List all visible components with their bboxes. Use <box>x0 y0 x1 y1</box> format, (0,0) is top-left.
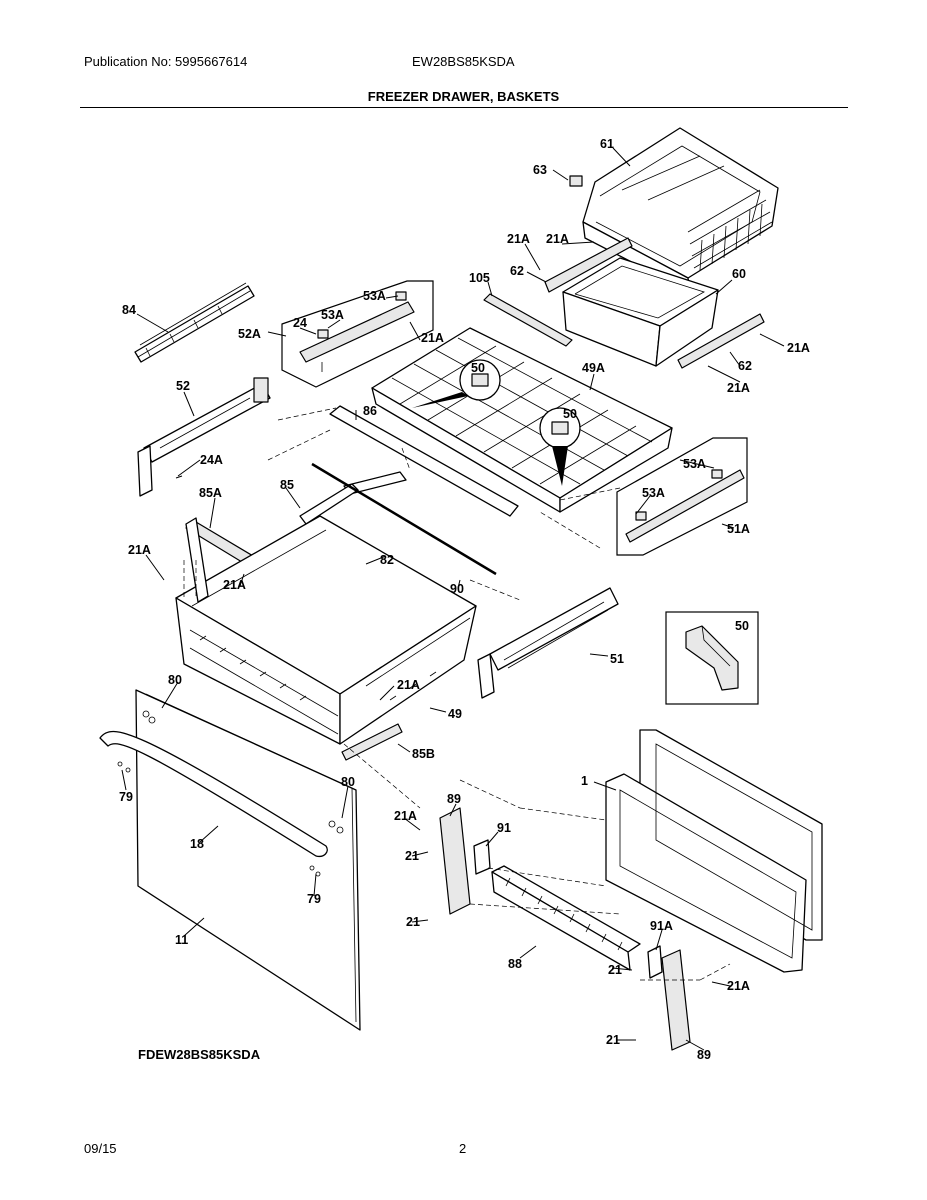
callout-11: 11 <box>175 933 188 947</box>
callout-49: 49 <box>448 707 462 721</box>
callout-60: 60 <box>732 267 746 281</box>
rail-52 <box>137 377 271 497</box>
drawer-front-11 <box>135 689 361 1031</box>
callout-21: 21 <box>406 915 420 929</box>
callout-86: 86 <box>363 404 377 418</box>
header-rule <box>80 107 848 108</box>
rail-62-right <box>677 313 765 369</box>
rail-62-left <box>544 237 633 293</box>
alignment-lines <box>183 407 731 981</box>
callout-80: 80 <box>168 673 182 687</box>
callout-61: 61 <box>600 137 614 151</box>
frame-1 <box>605 729 823 973</box>
callout-62: 62 <box>510 264 524 278</box>
callout-52: 52 <box>176 379 190 393</box>
trim-86 <box>329 405 519 517</box>
callout-21: 21 <box>608 963 622 977</box>
callout-21a: 21A <box>727 381 750 395</box>
main-basket-49 <box>175 515 477 745</box>
handle-18 <box>99 730 328 858</box>
inset-frame-52a <box>281 280 434 388</box>
strip-85b <box>341 723 403 761</box>
rod-90 <box>311 462 497 576</box>
callout-88: 88 <box>508 957 522 971</box>
callout-51a: 51A <box>727 522 750 536</box>
callout-21a: 21A <box>787 341 810 355</box>
callout-63: 63 <box>533 163 547 177</box>
callout-89: 89 <box>697 1048 711 1062</box>
callout-53a: 53A <box>363 289 386 303</box>
clip-63 <box>569 175 583 187</box>
publication-date: 09/15 <box>84 1141 117 1156</box>
detail-box-50 <box>665 611 759 705</box>
callout-50: 50 <box>735 619 749 633</box>
leader-lines <box>121 147 785 1051</box>
model-number: EW28BS85KSDA <box>412 54 515 69</box>
strip-105 <box>483 293 573 347</box>
callout-50: 50 <box>563 407 577 421</box>
callout-84: 84 <box>122 303 136 317</box>
bracket-91a <box>647 945 663 979</box>
callout-82: 82 <box>380 553 394 567</box>
callout-85b: 85B <box>412 747 435 761</box>
callout-51: 51 <box>610 652 624 666</box>
callout-79: 79 <box>307 892 321 906</box>
callout-105: 105 <box>469 271 490 285</box>
callout-21a: 21A <box>507 232 530 246</box>
callout-labels: 61 63 21A 21A 62 105 60 21A 62 21A 84 53… <box>119 137 810 1062</box>
inset-frame-51a <box>616 437 748 556</box>
callout-21: 21 <box>606 1033 620 1047</box>
callout-18: 18 <box>190 837 204 851</box>
callout-62: 62 <box>738 359 752 373</box>
callout-53a: 53A <box>321 308 344 322</box>
detail-circle-50-right <box>539 407 581 486</box>
callout-24: 24 <box>293 316 307 330</box>
detail-circle-50-left <box>412 359 501 408</box>
callout-91a: 91A <box>650 919 673 933</box>
callout-21a: 21A <box>727 979 750 993</box>
callout-80: 80 <box>341 775 355 789</box>
rail-51 <box>477 587 619 699</box>
page-title: FREEZER DRAWER, BASKETS <box>367 89 560 104</box>
callout-49a: 49A <box>582 361 605 375</box>
callout-79: 79 <box>119 790 133 804</box>
bin-60 <box>562 257 719 367</box>
callout-24a: 24A <box>200 453 223 467</box>
callout-53a: 53A <box>683 457 706 471</box>
callout-21a: 21A <box>223 578 246 592</box>
bar-85 <box>299 471 407 525</box>
callout-85: 85 <box>280 478 294 492</box>
page-number: 2 <box>459 1141 467 1156</box>
publication-number: Publication No: 5995667614 <box>84 54 248 69</box>
callout-53a: 53A <box>642 486 665 500</box>
callout-1: 1 <box>581 774 588 788</box>
callout-50: 50 <box>471 361 485 375</box>
panel-84 <box>134 282 255 363</box>
screws-80-79 <box>117 710 344 877</box>
wire-basket-49a <box>371 327 673 513</box>
callout-21a: 21A <box>421 331 444 345</box>
bracket-91 <box>473 839 491 875</box>
callout-21a: 21A <box>394 809 417 823</box>
callout-52a: 52A <box>238 327 261 341</box>
bracket-89-right <box>661 949 691 1051</box>
callout-90: 90 <box>450 582 464 596</box>
assembly-code: FDEW28BS85KSDA <box>138 1047 261 1062</box>
callout-89: 89 <box>447 792 461 806</box>
callout-91: 91 <box>497 821 511 835</box>
callout-85a: 85A <box>199 486 222 500</box>
bracket-89-left <box>439 807 471 915</box>
callout-21a: 21A <box>128 543 151 557</box>
callout-21a: 21A <box>546 232 569 246</box>
callout-21: 21 <box>405 849 419 863</box>
callout-21a: 21A <box>397 678 420 692</box>
